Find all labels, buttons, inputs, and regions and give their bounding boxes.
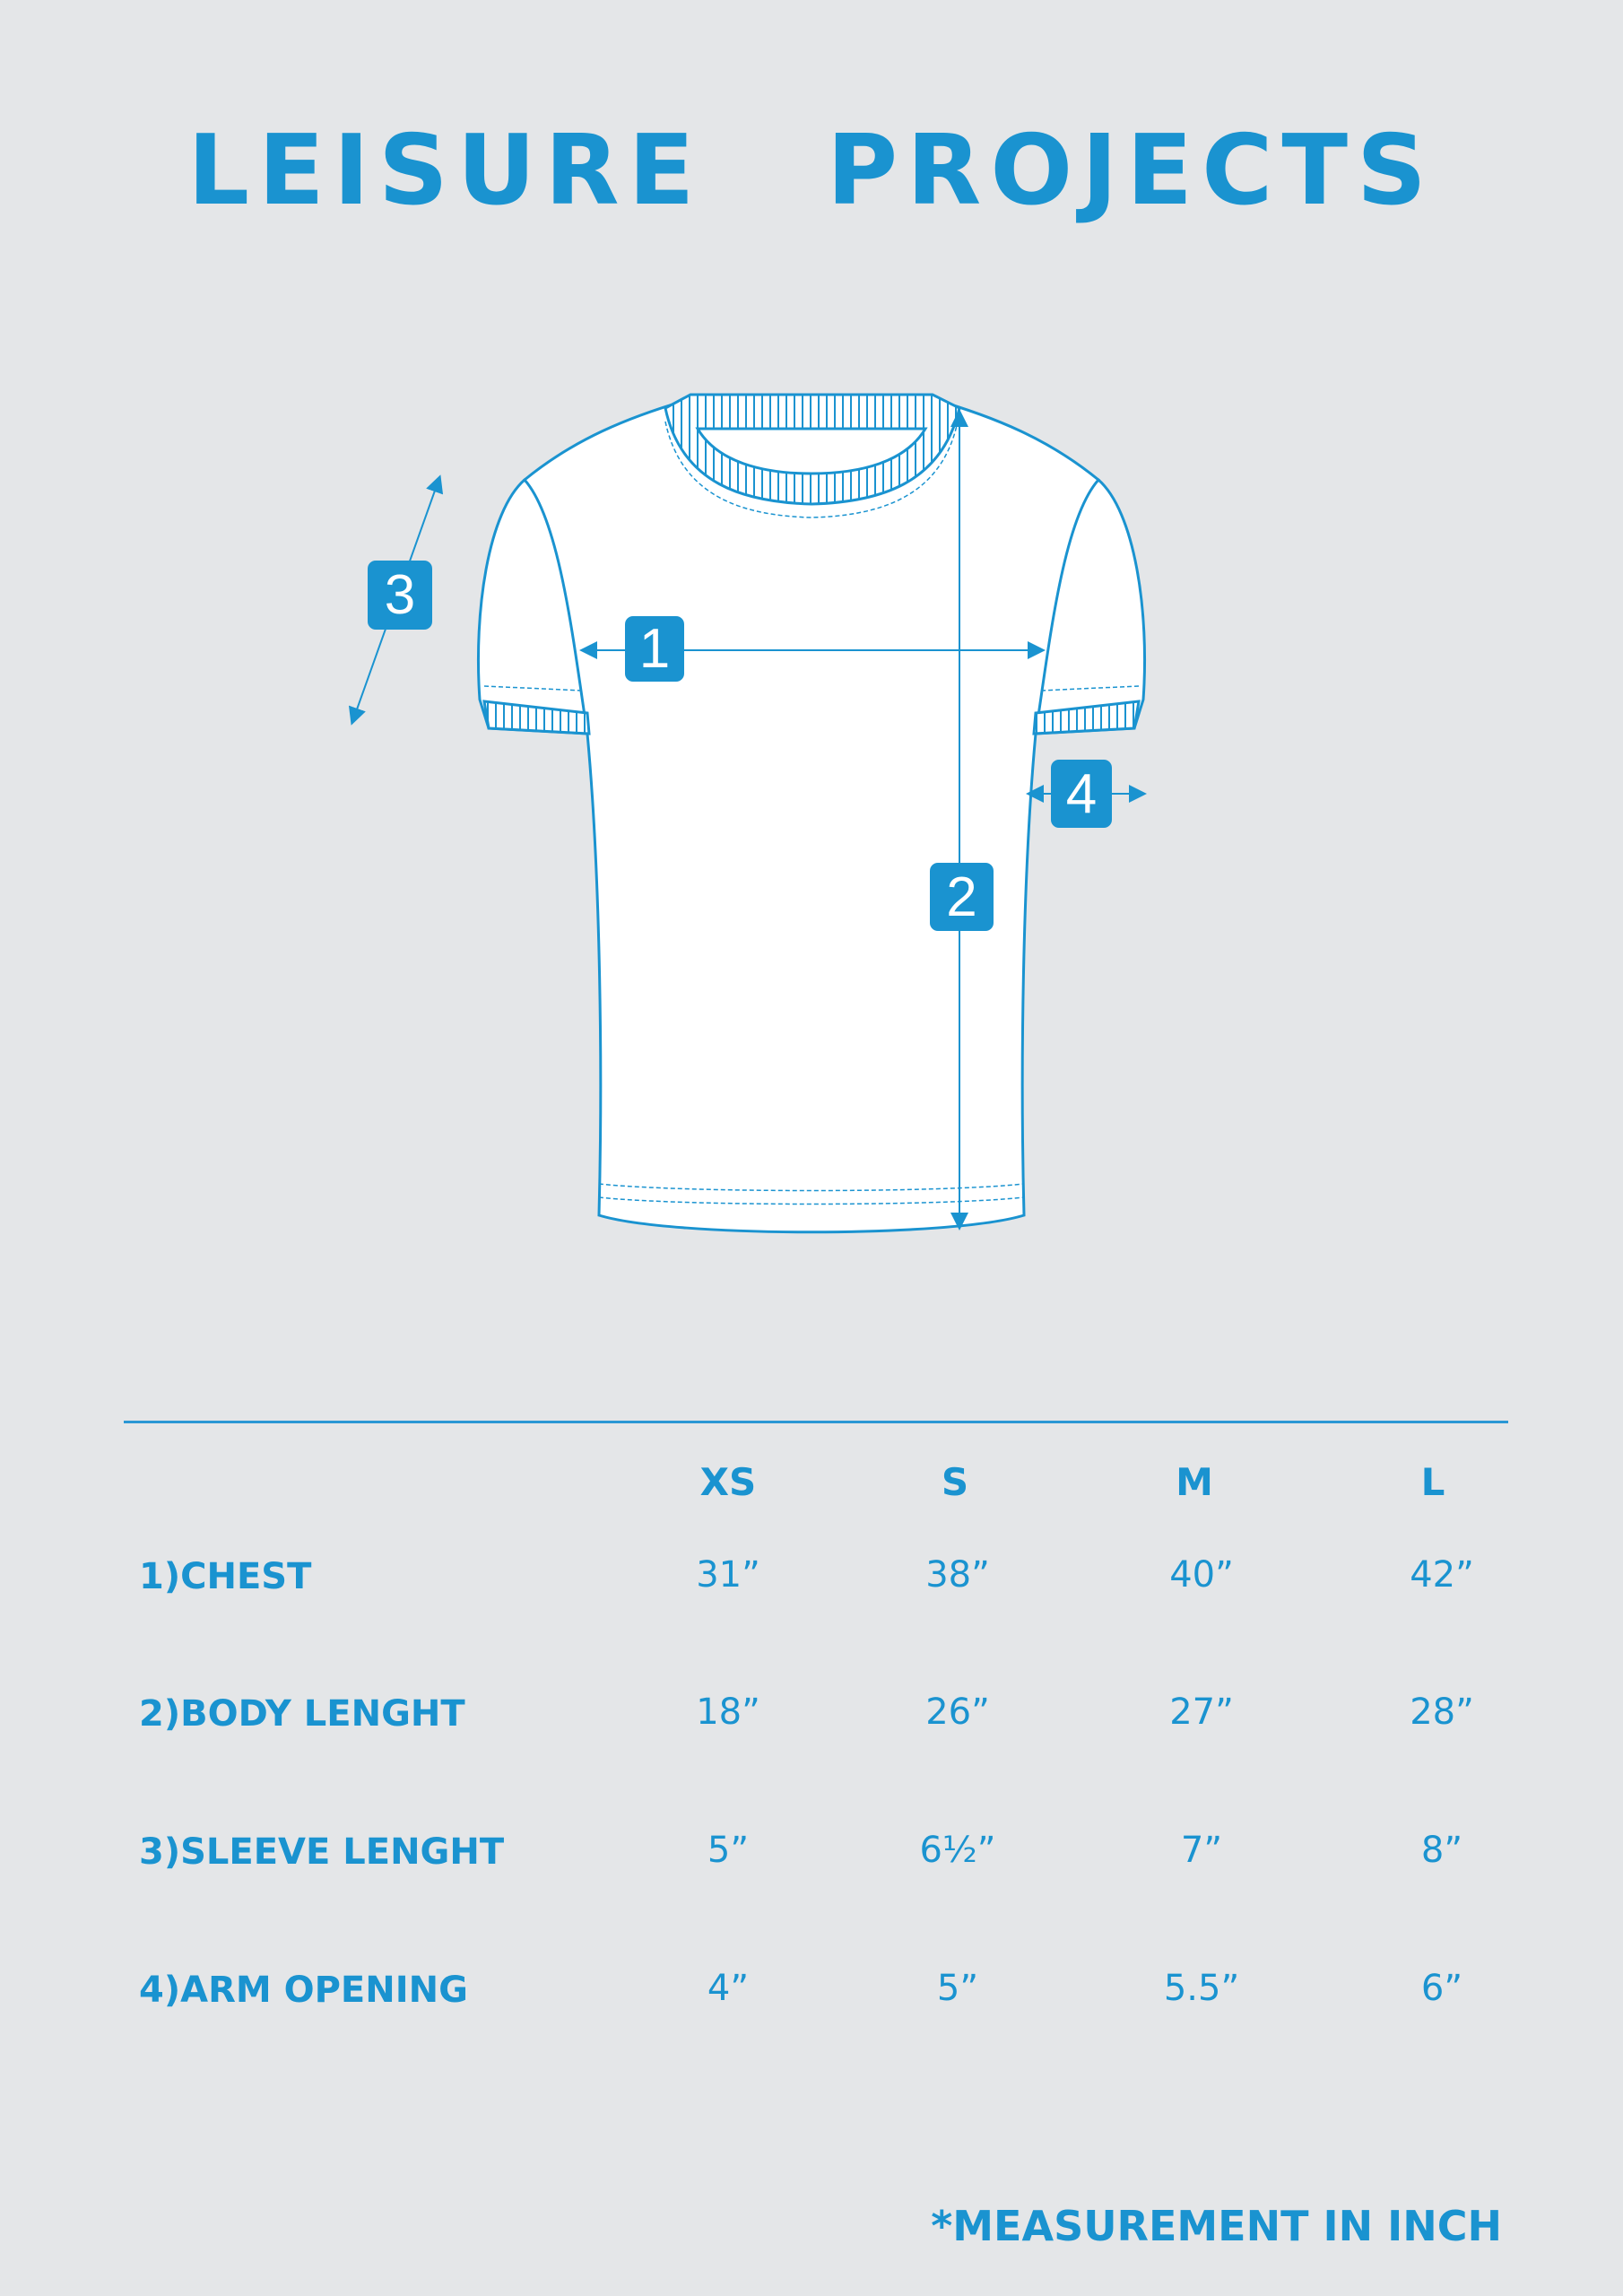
table-cell: 5” <box>936 1968 979 2009</box>
row-label: 1)CHEST <box>139 1556 312 1597</box>
table-cell: 28” <box>1410 1692 1474 1733</box>
size-header-xs: XS <box>699 1460 757 1504</box>
table-cell: 5” <box>707 1830 750 1871</box>
tshirt-diagram <box>348 393 1147 1234</box>
table-cell: 27” <box>1169 1692 1234 1733</box>
table-cell: 40” <box>1169 1554 1234 1596</box>
table-cell: 26” <box>925 1692 990 1733</box>
size-header-l: L <box>1420 1460 1445 1504</box>
table-cell: 38” <box>925 1554 990 1596</box>
table-cell: 6½” <box>919 1830 996 1871</box>
table-cell: 42” <box>1410 1554 1474 1596</box>
table-cell: 31” <box>696 1554 760 1596</box>
table-cell: 5.5” <box>1163 1968 1240 2009</box>
badge-arm-opening: 4 <box>1051 760 1112 828</box>
brand-title: LEISURE PROJECTS <box>187 115 1436 227</box>
size-header-s: S <box>941 1460 969 1504</box>
badge-body-length: 2 <box>930 863 994 931</box>
row-label: 2)BODY LENGHT <box>139 1693 465 1735</box>
badge-sleeve-length: 3 <box>368 561 432 630</box>
table-cell: 7” <box>1180 1830 1223 1871</box>
badge-chest: 1 <box>625 616 684 682</box>
row-label: 3)SLEEVE LENGHT <box>139 1831 505 1873</box>
table-cell: 18” <box>696 1692 760 1733</box>
tshirt-outline <box>477 393 1146 1234</box>
table-cell: 8” <box>1420 1830 1463 1871</box>
table-cell: 4” <box>707 1968 750 2009</box>
table-divider <box>124 1421 1508 1423</box>
row-label: 4)ARM OPENING <box>139 1970 468 2011</box>
size-header-m: M <box>1176 1460 1213 1504</box>
measurement-note: *MEASUREMENT IN INCH <box>931 2202 1502 2250</box>
table-cell: 6” <box>1420 1968 1463 2009</box>
